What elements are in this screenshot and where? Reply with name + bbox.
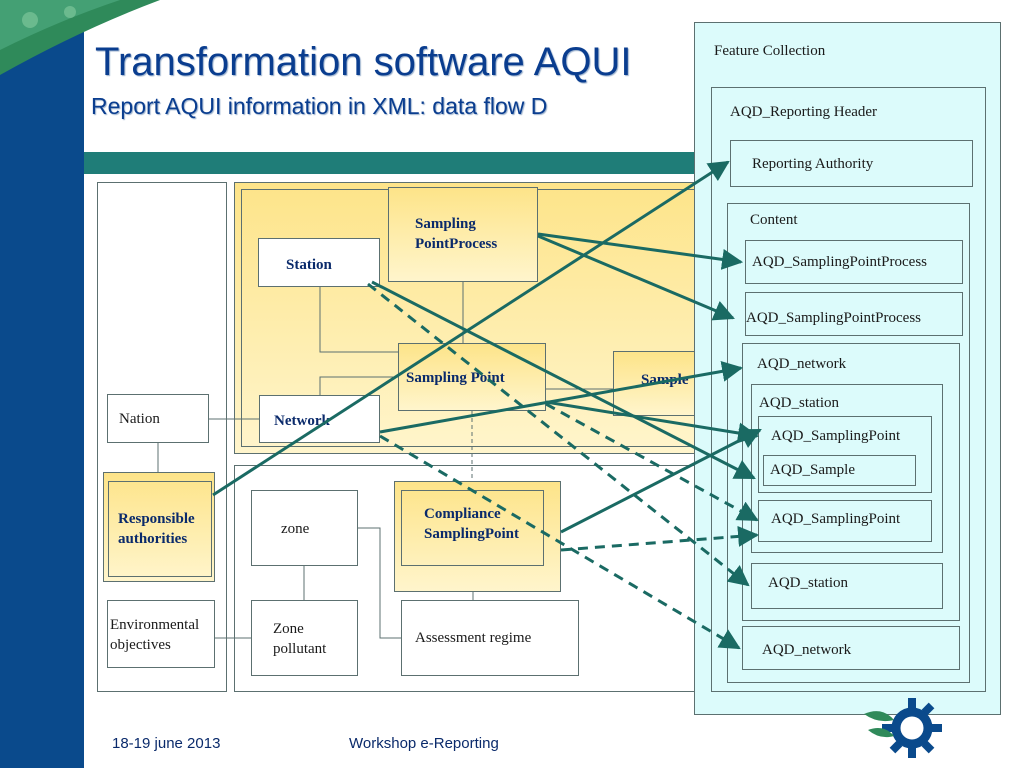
aqd-station-dashed-box: AQD_station [751,563,943,609]
sampling-point-process-label-line1: Sampling [415,216,476,232]
content-label: Content [750,212,798,228]
aqd-sample-label: AQD_Sample [770,462,855,478]
arrow-spp-to-aqd-spp [537,232,744,270]
corner-leaf-decoration [0,0,160,75]
assessment-regime-label: Assessment regime [415,630,532,646]
responsible-authorities-label-line2: authorities [118,531,188,547]
aqd-network-dashed-box: AQD_network [742,626,960,670]
aqd-sampling-point-process-label: AQD_SamplingPointProcess [752,254,928,270]
reporting-header-label: AQD_Reporting Header [730,104,878,120]
compliance-sampling-point-label-line1: Compliance [424,506,501,522]
responsible-authorities-inner: Responsible authorities [108,481,212,577]
zone-pollutant-label-line2: pollutant [273,641,327,657]
arrow-compliance-to-aqd-sampling-point [560,428,762,534]
network-box: Network [259,395,380,443]
arrow-sampling-point-to-aqd-sampling-point [545,400,760,444]
reporting-authority-label: Reporting Authority [752,156,874,172]
zone-pollutant-label-line1: Zone [273,621,304,637]
aqd-sampling-point-label: AQD_SamplingPoint [771,428,901,444]
environmental-objectives-box: Environmental objectives [107,600,215,668]
responsible-authorities-label-line1: Responsible [118,511,195,527]
arrow-network-to-aqd-network [379,360,744,434]
station-label: Station [286,257,332,273]
arrow-spp-to-aqd-spp-dashed [537,234,735,321]
footer-event: Workshop e-Reporting [349,735,499,752]
arrow-compliance-to-aqd-sampling-point-dashed [560,525,760,552]
aqd-sampling-point-process-dashed-box: AQD_SamplingPointProcess [745,292,963,336]
slide-title: Transformation software AQUI [95,40,632,84]
aqd-network-label: AQD_network [757,356,847,372]
nation-box: Nation [107,394,209,443]
station-box: Station [258,238,380,287]
arrow-station-to-aqd-station [371,280,756,480]
compliance-sampling-point-box: Compliance SamplingPoint [394,481,561,592]
responsible-authorities-box: Responsible authorities [103,472,215,582]
left-sidebar-band [0,0,84,768]
compliance-sampling-point-label-line2: SamplingPoint [424,526,520,542]
network-label: Network [274,413,330,429]
zone-pollutant-box: Zone pollutant [251,600,358,676]
zone-box: zone [251,490,358,566]
aqd-sampling-point-dashed-label: AQD_SamplingPoint [771,511,901,527]
environmental-objectives-label-line2: objectives [110,637,171,653]
compliance-sampling-point-inner: Compliance SamplingPoint [401,490,544,566]
sampling-point-process-label-line2: PointProcess [415,236,498,252]
arrow-station-to-aqd-station-dashed [367,282,750,587]
environmental-objectives-label-line1: Environmental [110,617,200,633]
reporting-authority-box: Reporting Authority [730,140,973,187]
zone-label: zone [281,521,310,537]
slide-subtitle: Report AQUI information in XML: data flo… [91,93,548,119]
arrow-authorities-to-reporting-authority [212,160,730,497]
aqd-sampling-point-process-dashed-label: AQD_SamplingPointProcess [746,310,922,326]
arrow-sampling-point-to-aqd-sampling-point-dashed [545,402,759,522]
aqd-sample-box: AQD_Sample [763,455,916,486]
footer-date: 18-19 june 2013 [112,735,221,752]
nation-label: Nation [119,411,160,427]
aqd-station-label: AQD_station [759,395,839,411]
aqd-sampling-point-dashed-box: AQD_SamplingPoint [758,500,932,542]
assessment-regime-box: Assessment regime [401,600,579,676]
aqd-station-dashed-label: AQD_station [768,575,848,591]
sampling-point-box: Sampling Point [398,343,546,411]
aqd-network-dashed-label: AQD_network [762,642,852,658]
arrow-network-to-aqd-network-dashed [379,434,741,650]
feature-collection-label: Feature Collection [714,43,826,59]
title-divider-band [84,152,724,174]
aqd-sampling-point-process-box: AQD_SamplingPointProcess [745,240,963,284]
sampling-point-process-box: Sampling PointProcess [388,187,538,282]
